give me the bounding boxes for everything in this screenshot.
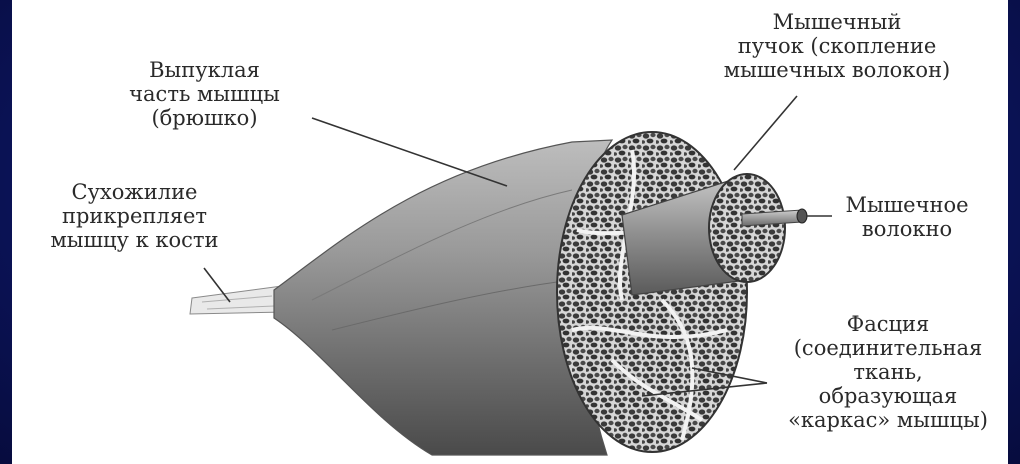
tendon [190, 286, 287, 314]
bundle-cross-section [709, 174, 785, 282]
fascia-label: Фасция (соединительная ткань, образующая… [772, 312, 1004, 432]
bundle-label: Мышечный пучок (скопление мышечных волок… [677, 10, 997, 82]
tendon-label: Сухожилие прикрепляет мышцу к кости [12, 180, 257, 252]
belly-label: Выпуклая часть мышцы (брюшко) [92, 58, 317, 130]
fiber-label: Мышечное волокно [827, 193, 987, 241]
illustration-panel: Выпуклая часть мышцы (брюшко) Сухожилие … [12, 0, 1008, 464]
